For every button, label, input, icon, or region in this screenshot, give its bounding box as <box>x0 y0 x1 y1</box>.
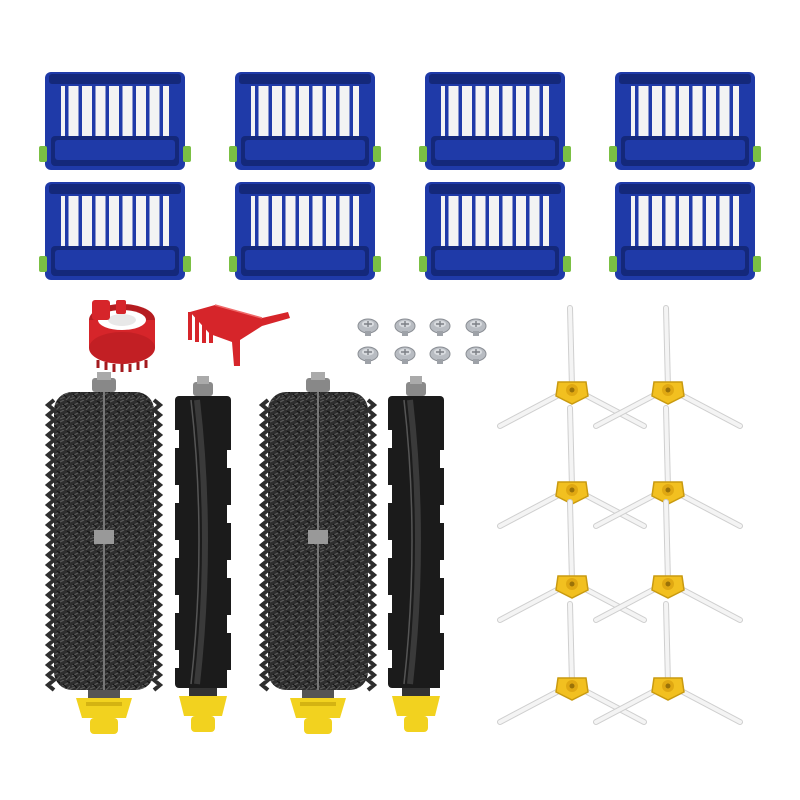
screw <box>357 318 379 336</box>
screw <box>465 346 487 364</box>
screw <box>429 318 451 336</box>
bristle-brush <box>258 372 378 734</box>
flexible-beater <box>384 376 448 732</box>
side-brush <box>497 405 647 529</box>
filter <box>419 182 571 280</box>
screw <box>465 318 487 336</box>
bristle-brush <box>44 372 164 734</box>
side-brush <box>593 305 743 429</box>
flexible-beater <box>171 376 235 732</box>
comb-tool <box>188 304 290 366</box>
filter <box>39 182 191 280</box>
filters <box>39 72 761 280</box>
filter <box>229 72 381 170</box>
screw <box>394 318 416 336</box>
side-brush <box>497 601 647 725</box>
main-brushes <box>44 372 448 734</box>
side-brush <box>497 499 647 623</box>
screw <box>394 346 416 364</box>
side-brush <box>593 405 743 529</box>
screws <box>357 318 487 364</box>
side-brush <box>497 305 647 429</box>
screw <box>357 346 379 364</box>
tools <box>89 300 290 372</box>
filter <box>609 182 761 280</box>
filter <box>609 72 761 170</box>
side-brushes <box>497 305 743 725</box>
side-brush <box>593 601 743 725</box>
side-brush <box>593 499 743 623</box>
cleaning-tool <box>89 300 155 372</box>
filter <box>39 72 191 170</box>
filter <box>229 182 381 280</box>
filter <box>419 72 571 170</box>
screw <box>429 346 451 364</box>
